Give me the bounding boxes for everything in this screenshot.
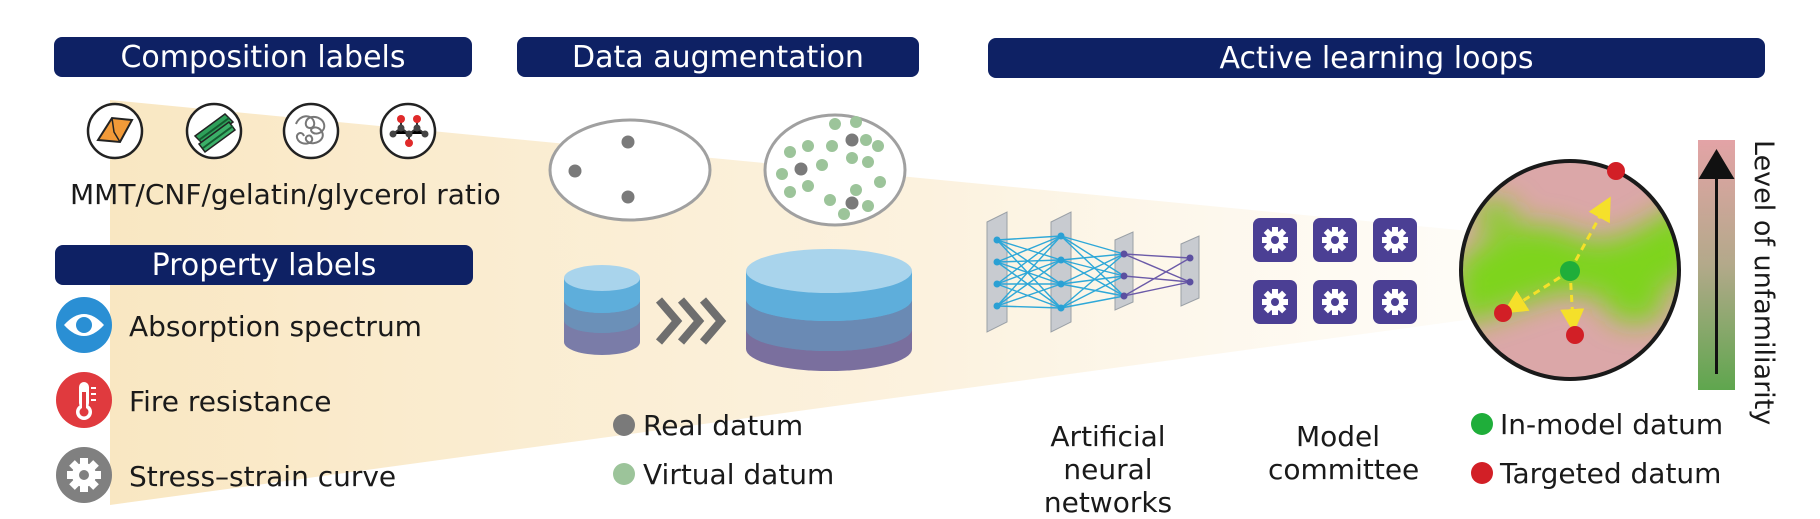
- property-label-absorption: Absorption spectrum: [129, 310, 422, 343]
- gear-icon: [56, 447, 112, 503]
- neural-network-icon: [986, 211, 1200, 333]
- cnf-fiber-icon: [185, 102, 243, 160]
- virtual-datum-legend-label: Virtual datum: [643, 458, 835, 491]
- targeted-datum-legend-dot: [1471, 462, 1493, 484]
- virtual-datum-legend-dot: [613, 463, 635, 485]
- committee-gear-icon: [1313, 280, 1357, 324]
- data-augmentation-banner: Data augmentation: [517, 37, 919, 77]
- targeted-datum-point: [1494, 304, 1512, 322]
- small-database-icon: [564, 265, 640, 355]
- thermometer-icon: [56, 372, 112, 428]
- augmented-data-ellipse: [763, 113, 907, 227]
- real-datum-legend-label: Real datum: [643, 409, 804, 442]
- unfamiliarity-landscape: [1459, 159, 1681, 381]
- committee-gear-icon: [1373, 280, 1417, 324]
- composition-ratio-label: MMT/CNF/gelatin/glycerol ratio: [70, 178, 501, 211]
- in-model-datum-point: [1560, 261, 1580, 281]
- committee-gear-icon: [1313, 218, 1357, 262]
- unfamiliarity-scale-bar: [1698, 140, 1735, 390]
- committee-gear-icon: [1373, 218, 1417, 262]
- large-database-icon: [746, 249, 912, 371]
- committee-gear-icon: [1253, 280, 1297, 324]
- targeted-datum-point: [1566, 326, 1584, 344]
- real-datum-legend-dot: [613, 414, 635, 436]
- model-committee-label: Model committee: [1268, 420, 1420, 486]
- mmt-sheet-icon: [86, 102, 144, 160]
- unfamiliarity-scale-label: Level of unfamiliarity: [1748, 140, 1779, 426]
- scale-label-wrapper: Level of unfamiliarity: [1745, 140, 1785, 425]
- property-labels-banner: Property labels: [55, 245, 473, 285]
- glycerol-molecule-icon: [379, 102, 437, 160]
- triple-chevron-arrow-icon: [655, 297, 727, 345]
- composition-labels-banner: Composition labels: [54, 37, 472, 77]
- in-model-datum-legend-dot: [1471, 413, 1493, 435]
- targeted-datum-point: [1607, 162, 1625, 180]
- in-model-datum-legend-label: In-model datum: [1500, 408, 1724, 441]
- ann-label: Artificial neural networks: [1043, 420, 1173, 519]
- model-committee-grid: [1253, 218, 1417, 324]
- eye-icon: [56, 297, 112, 353]
- real-data-ellipse: [548, 118, 712, 222]
- targeted-datum-legend-label: Targeted datum: [1500, 457, 1722, 490]
- committee-gear-icon: [1253, 218, 1297, 262]
- active-learning-banner: Active learning loops: [988, 38, 1765, 78]
- property-label-fire: Fire resistance: [129, 385, 332, 418]
- property-label-stress-strain: Stress–strain curve: [129, 460, 397, 493]
- gelatin-coil-icon: [282, 102, 340, 160]
